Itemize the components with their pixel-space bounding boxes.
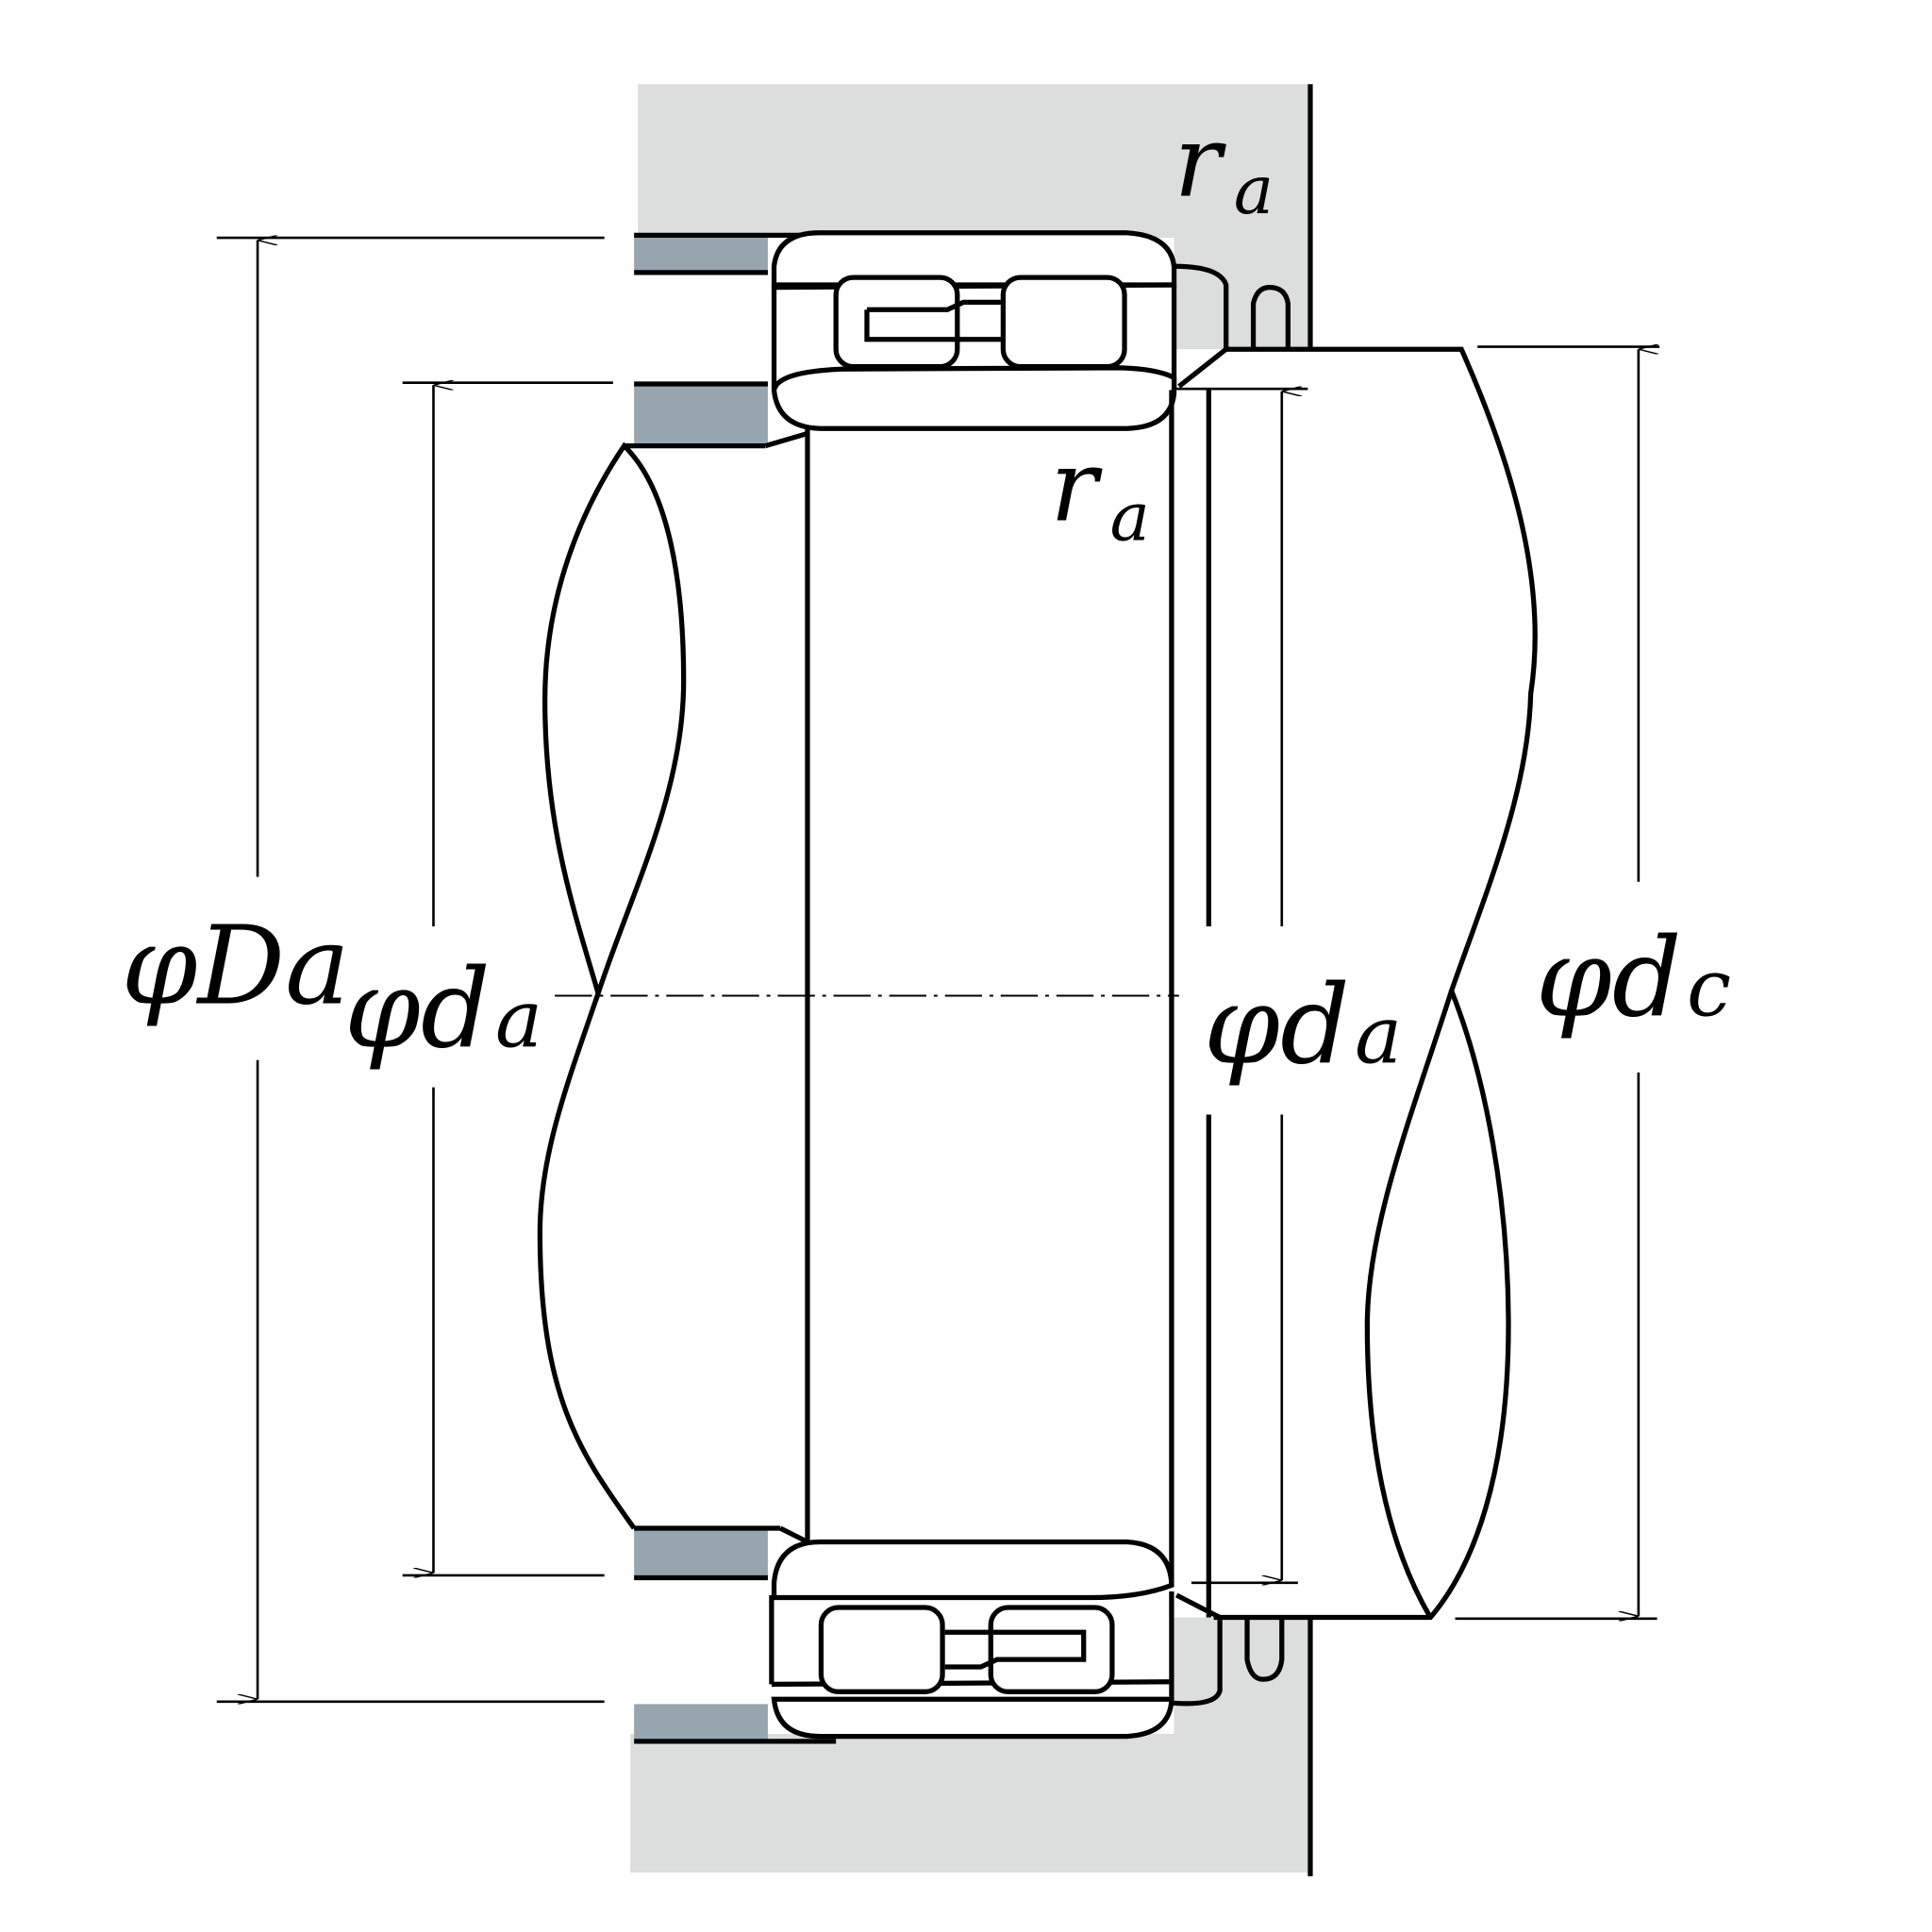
housing-bottom [630,1733,1310,1873]
label-Da: φDa [122,903,350,1029]
label-da-right: φda [1204,962,1402,1089]
spacer-top-inner [634,383,768,443]
spacers [624,232,837,1744]
spacer-top-outer [634,235,768,273]
inner-ring [805,390,1211,1618]
roller-bottom-left [818,1605,945,1694]
housing-top [638,84,1310,239]
bearing-top-section [771,230,1291,431]
housing-bottom-right [1174,1617,1310,1737]
bearing-bottom-section [769,1539,1285,1740]
shaft-right [1174,346,1538,1621]
shaft-left [537,441,687,1530]
spacer-bottom-inner [634,1528,768,1578]
label-dc: φdc [1536,916,1731,1042]
spacer-bottom-outer [634,1704,768,1741]
roller-top-left [833,275,960,370]
dimension-lines [216,238,1660,1702]
housing [630,84,1313,1876]
roller-top-right [1000,275,1127,370]
roller-bottom-right [988,1605,1115,1694]
label-da-left: φda [344,946,542,1073]
